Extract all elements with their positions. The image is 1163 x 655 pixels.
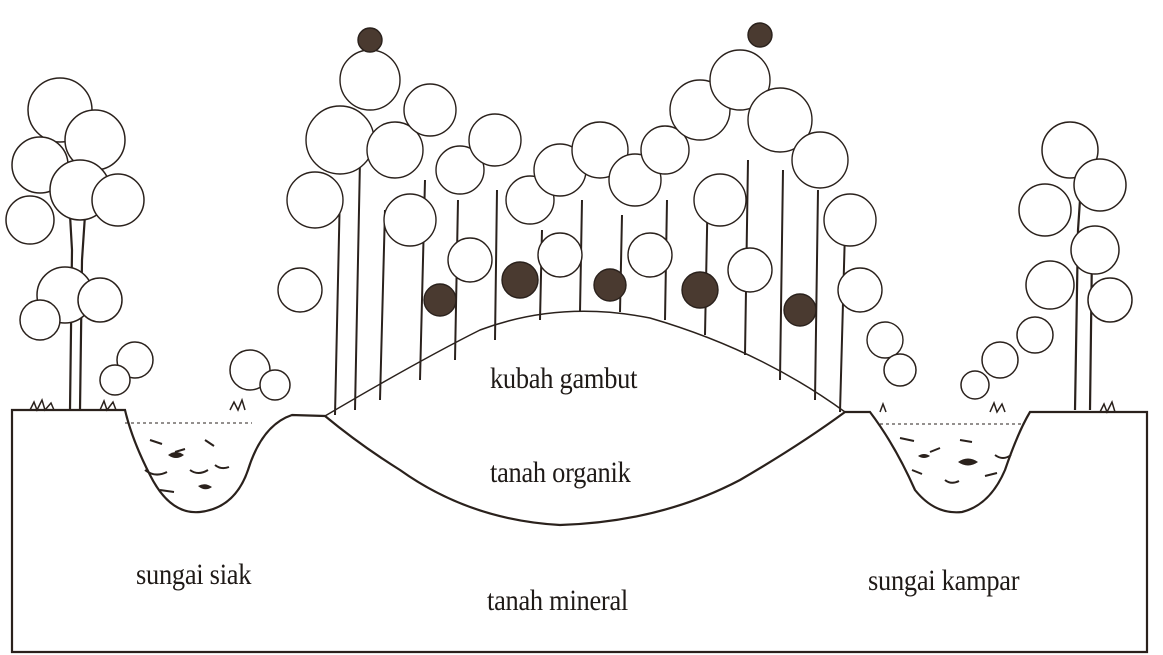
right-bank-trees [880, 122, 1132, 412]
left-bank-trees [6, 78, 290, 410]
river-siak-label: sungai siak [136, 558, 251, 592]
organic-soil-label: tanah organik [490, 456, 631, 490]
peat-forest-trees [278, 23, 903, 415]
mineral-soil-label: tanah mineral [487, 584, 628, 618]
river-kampar-label: sungai kampar [868, 564, 1019, 598]
peat-dome-label: kubah gambut [490, 362, 637, 396]
